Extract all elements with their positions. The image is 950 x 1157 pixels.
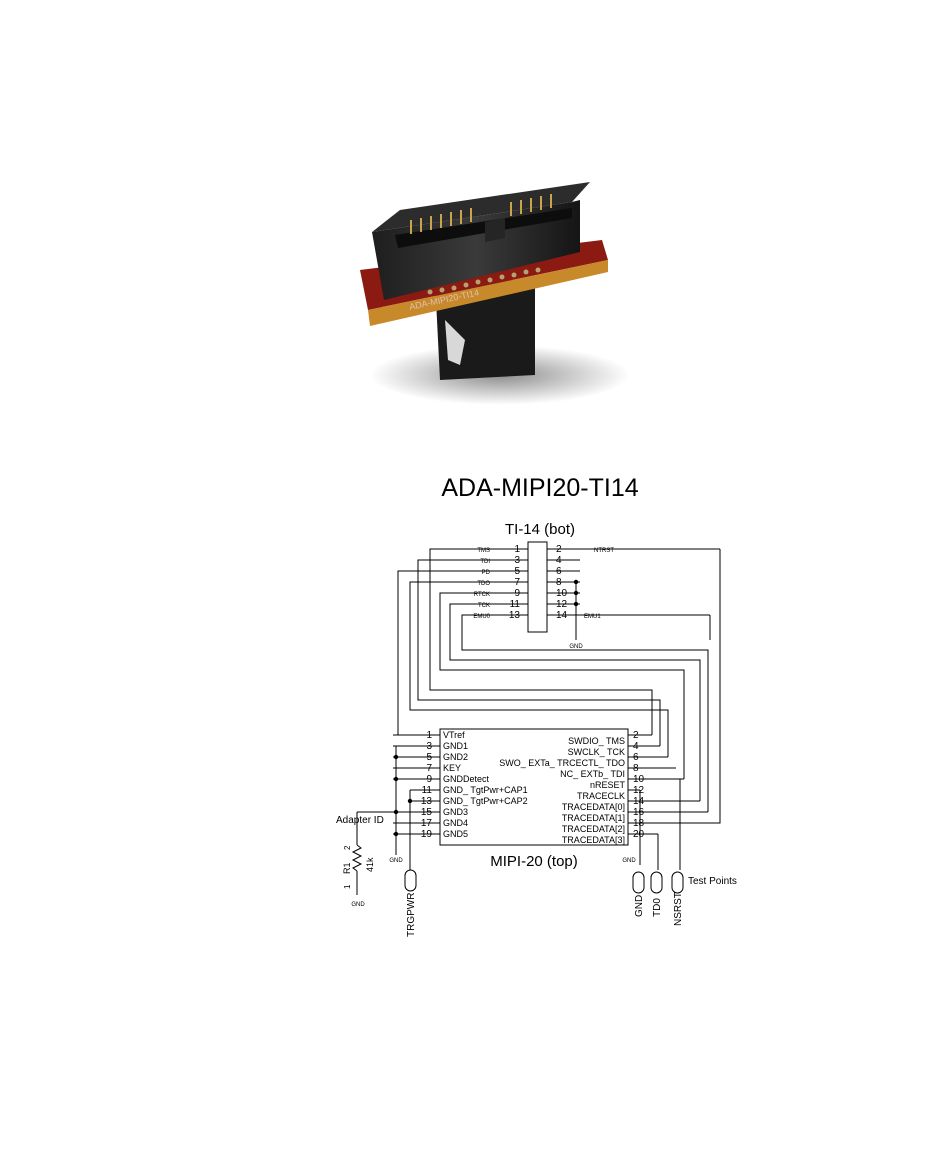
svg-text:TDI: TDI [480,559,490,565]
resistor-name: R1 [342,862,352,874]
adapter-photo: ADA-MIPI20-TI14 [360,182,630,405]
r1-gnd-label: GND [351,902,365,908]
mipi20-connector [439,728,629,846]
svg-text:4: 4 [556,555,562,566]
svg-text:TRACEDATA[3]: TRACEDATA[3] [562,835,625,845]
svg-text:NC_ EXTb_ TDI: NC_ EXTb_ TDI [560,769,625,779]
svg-text:16: 16 [633,807,645,818]
svg-text:8: 8 [556,577,562,588]
svg-text:3: 3 [426,741,432,752]
tp-td0-pad [650,871,663,894]
svg-text:13: 13 [509,610,521,621]
svg-text:TRACEDATA[0]: TRACEDATA[0] [562,802,625,812]
tp-trgpwr-pad [404,869,417,892]
svg-text:13: 13 [421,796,433,807]
tp-gnd-label: GND [634,895,645,917]
svg-text:SWCLK_ TCK: SWCLK_ TCK [568,747,625,757]
svg-text:6: 6 [556,566,562,577]
resistor-pin1: 1 [343,884,352,889]
svg-text:6: 6 [633,752,639,763]
svg-text:TMS: TMS [477,548,490,554]
tp-trgpwr-label: TRGPWR [406,893,417,937]
junctions [393,579,579,837]
svg-text:19: 19 [421,829,433,840]
ti14-gnd-label: GND [569,644,583,650]
resistor-pin2: 2 [343,845,352,850]
test-points [404,869,684,894]
svg-text:4: 4 [633,741,639,752]
svg-text:18: 18 [633,818,645,829]
svg-text:3: 3 [514,555,520,566]
svg-text:7: 7 [514,577,520,588]
svg-text:10: 10 [633,774,645,785]
svg-text:GND2: GND2 [443,752,468,762]
svg-text:8: 8 [633,763,639,774]
svg-text:7: 7 [426,763,432,774]
svg-text:5: 5 [426,752,432,763]
svg-text:KEY: KEY [443,763,461,773]
svg-text:SWDIO_ TMS: SWDIO_ TMS [568,736,625,746]
tp-nsrst-pad [671,871,684,894]
ti14-left-pins: TMS TDI PD TDO RTCK TCK EMU0 1 3 5 7 9 1… [473,544,520,621]
svg-text:EMU0: EMU0 [473,614,490,620]
tp-gnd-pad [632,871,645,894]
svg-text:GND5: GND5 [443,829,468,839]
svg-text:14: 14 [556,610,568,621]
svg-text:10: 10 [556,588,568,599]
svg-text:RTCK: RTCK [474,592,490,598]
svg-text:17: 17 [421,818,433,829]
svg-text:15: 15 [421,807,433,818]
svg-text:11: 11 [510,599,521,610]
svg-text:nRESET: nRESET [590,780,626,790]
svg-text:9: 9 [426,774,432,785]
svg-text:1: 1 [514,544,520,555]
svg-text:2: 2 [633,730,639,741]
mipi-gnd-label: GND [389,858,403,864]
svg-text:TDO: TDO [477,581,490,587]
svg-text:GNDDetect: GNDDetect [443,774,490,784]
tp-nsrst-label: NSRST [673,892,684,926]
svg-text:GND4: GND4 [443,818,468,828]
svg-text:9: 9 [514,588,520,599]
svg-text:SWO_ EXTa_ TRCECTL_ TDO: SWO_ EXTa_ TRCECTL_ TDO [499,758,625,768]
page-title: ADA-MIPI20-TI14 [441,474,639,502]
ti14-right-pins: 2 4 6 8 10 12 14 NTRST EMU1 [556,544,614,621]
svg-text:TRACEDATA[1]: TRACEDATA[1] [562,813,625,823]
ti14-connector [527,541,548,633]
resistor-r1 [351,844,363,872]
svg-text:NTRST: NTRST [594,548,614,554]
svg-text:2: 2 [556,544,562,555]
adapter-id-label: Adapter ID [336,815,384,826]
mipi20-label: MIPI-20 (top) [490,853,578,870]
svg-text:EMU1: EMU1 [584,614,601,620]
svg-text:GND3: GND3 [443,807,468,817]
svg-text:1: 1 [426,730,432,741]
svg-text:GND1: GND1 [443,741,468,751]
svg-text:PD: PD [482,570,491,576]
svg-text:GND_ TgtPwr+CAP2: GND_ TgtPwr+CAP2 [443,796,528,806]
tp-gnd-top-label: GND [622,858,636,864]
svg-text:12: 12 [556,599,568,610]
svg-text:11: 11 [422,785,433,796]
svg-text:12: 12 [633,785,645,796]
mipi20-right-pins: SWDIO_ TMS SWCLK_ TCK SWO_ EXTa_ TRCECTL… [499,730,644,845]
pcb-pin-row [427,267,541,295]
resistor-value: 41k [365,857,375,872]
svg-text:20: 20 [633,829,645,840]
svg-text:TRACECLK: TRACECLK [577,791,625,801]
svg-text:5: 5 [514,566,520,577]
ti14-label: TI-14 (bot) [505,521,575,538]
svg-text:VTref: VTref [443,730,465,740]
svg-text:TCK: TCK [478,603,490,609]
svg-text:TRACEDATA[2]: TRACEDATA[2] [562,824,625,834]
test-points-label: Test Points [688,876,737,887]
wires [351,541,721,895]
svg-text:GND_ TgtPwr+CAP1: GND_ TgtPwr+CAP1 [443,785,528,795]
mipi20-left-pins: 1 3 5 7 9 11 13 15 17 19 VTref GND1 GND2… [421,730,528,840]
svg-text:14: 14 [633,796,645,807]
tp-td0-label: TD0 [652,898,663,917]
connector-pins [410,194,552,234]
